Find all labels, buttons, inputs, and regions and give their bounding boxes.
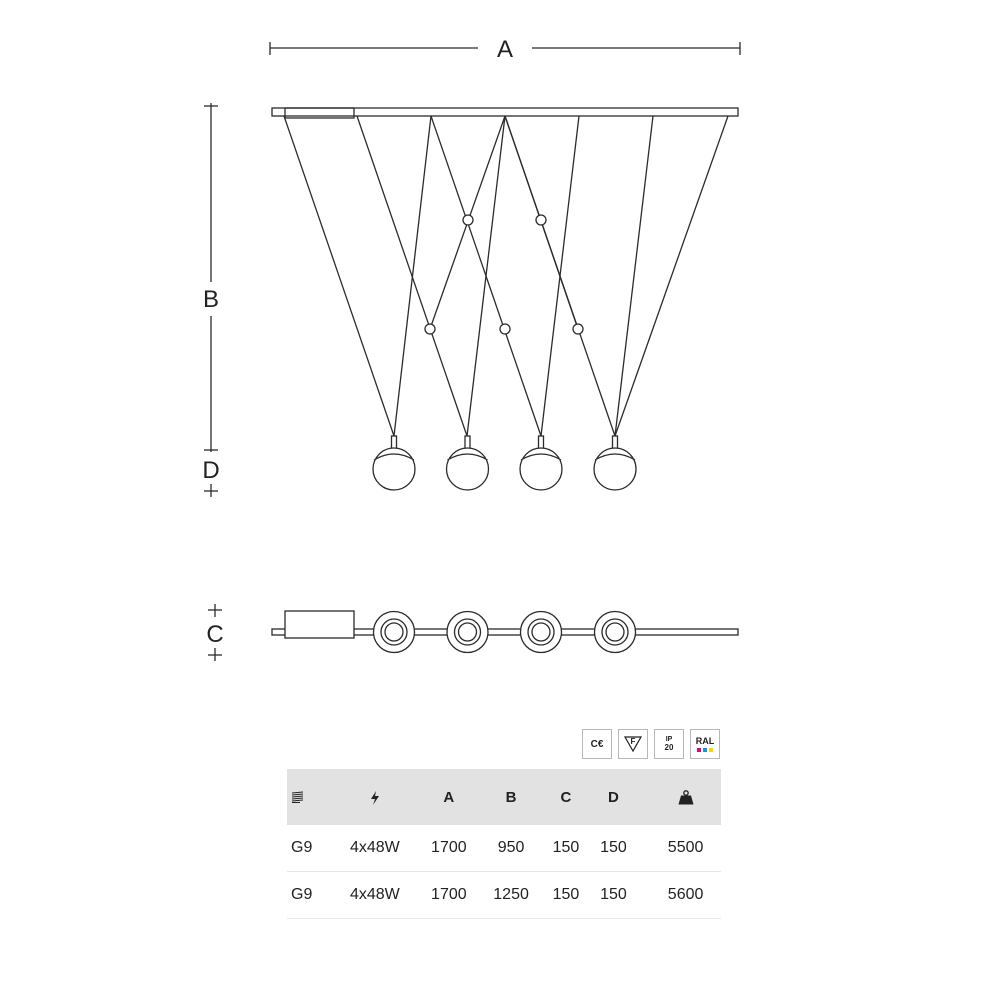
driver-box-front	[284, 107, 355, 119]
ce-mark-icon: C€	[582, 729, 612, 759]
spec-table: A B C D G9 4x48W 1700 950 150 150 5500 G…	[287, 769, 721, 919]
cell-a: 1700	[417, 825, 480, 872]
driver-box-top	[284, 610, 355, 639]
f-mark-label: F	[630, 737, 636, 746]
cell-lamp: G9	[287, 871, 332, 919]
dimension-a-line	[269, 42, 741, 55]
ce-mark-label: C€	[590, 738, 604, 750]
dimension-b-label: B	[203, 286, 219, 313]
cell-weight: 5600	[637, 871, 721, 919]
ip-value: 20	[664, 743, 674, 752]
header-d: D	[589, 769, 638, 825]
cell-c: 150	[542, 871, 590, 919]
technical-drawing: A B D C	[202, 36, 741, 661]
ceiling-bar-top	[271, 628, 739, 636]
ral-swatch-yellow	[709, 747, 713, 752]
suspension-cables	[283, 115, 729, 437]
cell-lamp: G9	[287, 825, 332, 872]
cell-b: 950	[479, 825, 543, 872]
ceiling-bar-front	[271, 107, 739, 117]
dimension-d-line	[204, 484, 218, 497]
weight-icon	[637, 769, 721, 825]
ip-label: IP	[665, 736, 673, 743]
table-row: G9 4x48W 1700 1250 150 150 5600	[287, 871, 721, 919]
dimension-a-label: A	[497, 36, 513, 63]
cell-d: 150	[589, 825, 638, 872]
ral-color-swatches	[697, 747, 713, 752]
lamp-socket-icon	[287, 769, 332, 825]
dimension-d-label: D	[202, 457, 219, 484]
header-b: B	[479, 769, 543, 825]
ral-badge: RAL	[690, 729, 720, 759]
lightning-icon	[332, 769, 418, 825]
cell-d: 150	[589, 871, 638, 919]
ral-swatch-cyan	[703, 747, 707, 752]
cell-power: 4x48W	[332, 825, 418, 872]
dimension-c-line	[208, 604, 222, 661]
header-a: A	[417, 769, 480, 825]
cell-a: 1700	[417, 871, 480, 919]
dimension-c-label: C	[206, 621, 223, 648]
spec-table-header: A B C D	[287, 769, 721, 825]
ral-label: RAL	[695, 735, 715, 746]
cell-b: 1250	[479, 871, 543, 919]
table-row: G9 4x48W 1700 950 150 150 5500	[287, 825, 721, 872]
header-c: C	[542, 769, 590, 825]
ip-rating-badge: IP 20	[654, 729, 684, 759]
cell-c: 150	[542, 825, 590, 872]
ral-swatch-magenta	[697, 747, 701, 752]
globes-front	[372, 435, 637, 491]
certification-badges: C€ F IP 20 RAL	[582, 729, 720, 759]
globes-top	[372, 610, 637, 654]
dimension-b-line	[204, 103, 218, 452]
cable-joints	[424, 214, 584, 335]
f-mark-icon: F	[618, 729, 648, 759]
cell-power: 4x48W	[332, 871, 418, 919]
cell-weight: 5500	[637, 825, 721, 872]
